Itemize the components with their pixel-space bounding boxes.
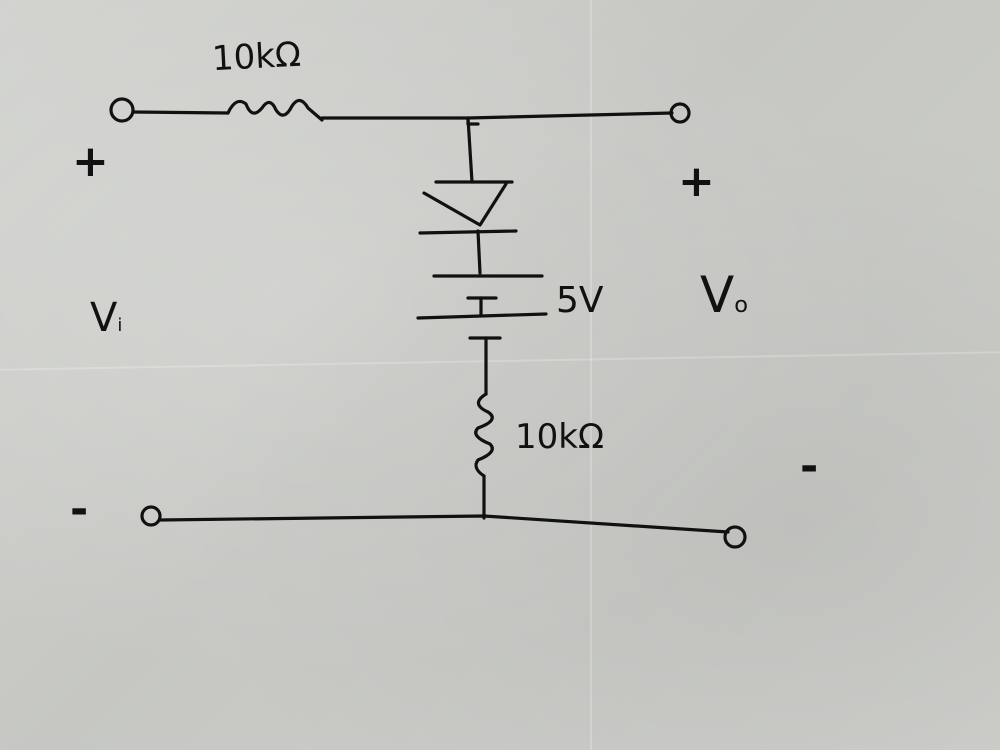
output-negative-terminal bbox=[723, 525, 747, 549]
output-plus-sign: + bbox=[678, 156, 715, 207]
series-resistor-label: 10kΩ bbox=[211, 34, 302, 80]
diode-triangle bbox=[422, 182, 508, 227]
series-resistor-symbol bbox=[226, 98, 324, 122]
input-positive-terminal bbox=[109, 97, 135, 123]
input-plus-sign: + bbox=[72, 136, 109, 187]
input-voltage-subscript: i bbox=[117, 315, 123, 336]
output-voltage-main: V bbox=[700, 266, 735, 324]
shunt-resistor-label: 10kΩ bbox=[515, 417, 604, 457]
output-voltage-subscript: o bbox=[734, 292, 748, 318]
diode-cathode-bar bbox=[418, 229, 518, 235]
top-wire-left bbox=[131, 110, 230, 115]
output-positive-terminal bbox=[669, 102, 691, 124]
battery-bottom-plate bbox=[416, 312, 548, 320]
input-voltage-main: V bbox=[90, 295, 118, 341]
output-voltage-label: Vo bbox=[700, 270, 748, 320]
output-minus-sign: - bbox=[800, 441, 819, 492]
diode-lead-top bbox=[466, 116, 474, 184]
paper-crease bbox=[590, 0, 592, 750]
diode-lead-bottom bbox=[476, 229, 482, 275]
input-negative-terminal bbox=[140, 505, 162, 527]
bottom-wire bbox=[158, 514, 730, 534]
top-wire-right bbox=[320, 111, 674, 120]
input-voltage-label: Vi bbox=[90, 298, 122, 338]
input-minus-sign: - bbox=[70, 484, 89, 535]
shunt-resistor-symbol bbox=[474, 392, 494, 478]
battery-label: 5V bbox=[556, 280, 604, 321]
